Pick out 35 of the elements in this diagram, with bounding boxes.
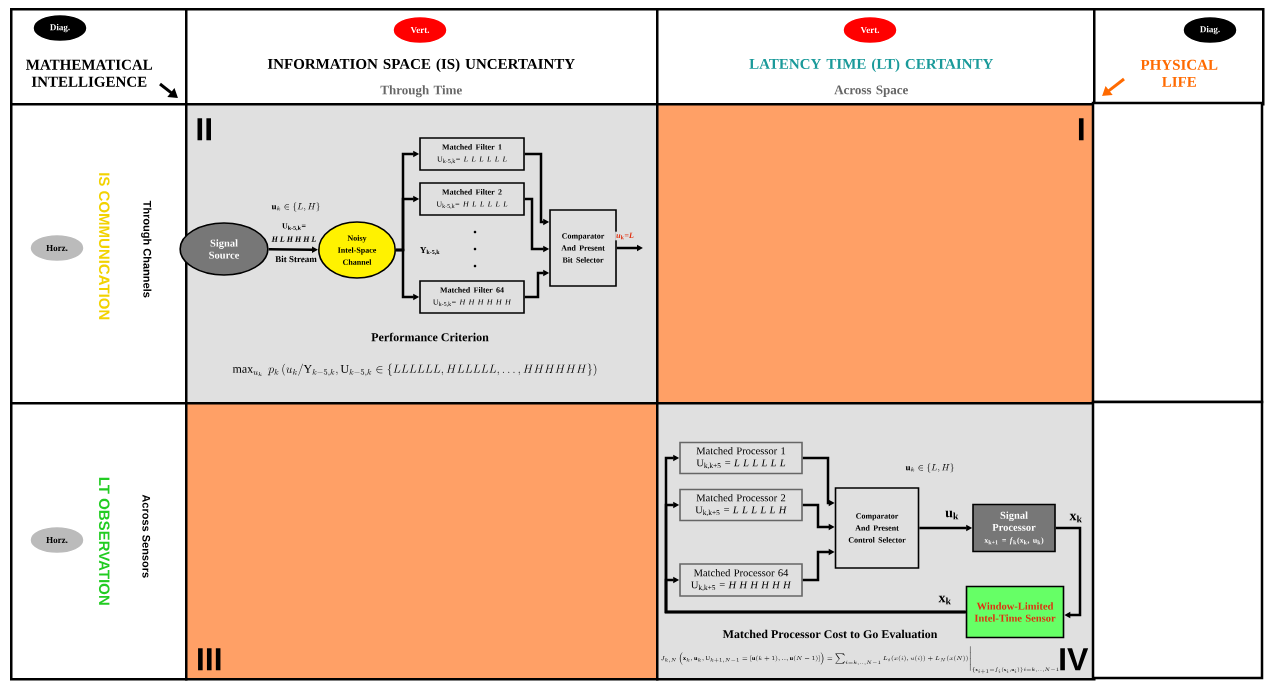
arrow: [1055, 526, 1082, 619]
caption-text: Performance Criterion: [371, 332, 489, 342]
caption-text: Y$_{k-5,k}$: [420, 247, 440, 255]
quadrant-panel: III: [185, 402, 659, 681]
selector-box: Comparator And Present Control Selector: [834, 487, 920, 569]
caption-text: Matched Processor Cost to Go Evaluation: [722, 629, 938, 639]
edge-label: u$_{k}$=L: [615, 231, 635, 241]
edge-label: Bit Stream: [274, 254, 318, 264]
filter-box: Matched Filter 2 U$_{k-5,k}$= H L L L L L: [419, 182, 525, 216]
edge-label: x$_{k}$: [937, 594, 953, 606]
filter-box: Matched Filter 1 U$_{k-5,k}$= L L L L L L: [419, 137, 525, 171]
badge: Vert.: [843, 17, 897, 43]
selector-box: Comparator And Present Bit Selector: [549, 209, 617, 287]
arrow: [268, 246, 318, 253]
quadrant-panel: I: [656, 103, 1096, 405]
processor-box: Signal Processor x$_{k+1}$ = f$_{k}$(x$_{k}$, u$_{k}$): [972, 503, 1056, 553]
sensor-box: Window-Limited Intel-Time Sensor: [965, 585, 1065, 639]
processor-box: Matched Processor 2 U$_{k,k+5}$ = L L L L L H: [679, 488, 803, 522]
processor-box: Matched Processor 64 U$_{k,k+5}$ = H H H H H H: [679, 563, 803, 597]
edge-label: u$_{k}$: [944, 509, 960, 521]
formula: $\max_{u_k}\ p_k\left(u_k / \mathrm{Y}_{k-5,k}, \mathrm{U}_{k-5,k} \in \{LLLLLL, HLLLLL, \ldots, HHHHHH\}\right)$: [232, 363, 597, 377]
caption-text: U$_{k-5,k}$=: [282, 223, 306, 231]
badge: Vert.: [393, 17, 447, 43]
filter-box: Matched Filter 64 U$_{k-5,k}$= H H H H H H: [419, 280, 525, 314]
badge: Diag.: [33, 15, 87, 41]
processor-box: Matched Processor 1 U$_{k,k+5}$ = L L L L L L: [679, 441, 803, 475]
badge: Horz.: [30, 527, 84, 553]
formula: $\mathbf{u}_k \in\{L,H\}$: [271, 202, 320, 212]
badge: Diag.: [1183, 17, 1237, 43]
edge-label: x$_{k}$: [1068, 512, 1084, 524]
formula: $\mathbf{u}_k \in \{L,H\}$: [905, 463, 954, 473]
formula: $J_{k,N}\left(\mathbf{x}_k,\mathbf{u}_k,\mathrm{U}_{k+1,N-1}=[\mathbf{u}(k+1),..,\mathbf{u}(N-1)]\right)=\sum_{i=k,..,N-1} L_i(x(i),u(i))+L_N(x(N))\Big|_{\{\mathbf{x}_{i+1}=f_i(\mathbf{x}_i,\mathbf{u}_i)\}i=k,..,N-1}$: [661, 646, 1059, 674]
badge: Horz.: [30, 235, 84, 261]
caption-text: H L H H H L: [271, 236, 316, 242]
arrow: [664, 576, 966, 614]
